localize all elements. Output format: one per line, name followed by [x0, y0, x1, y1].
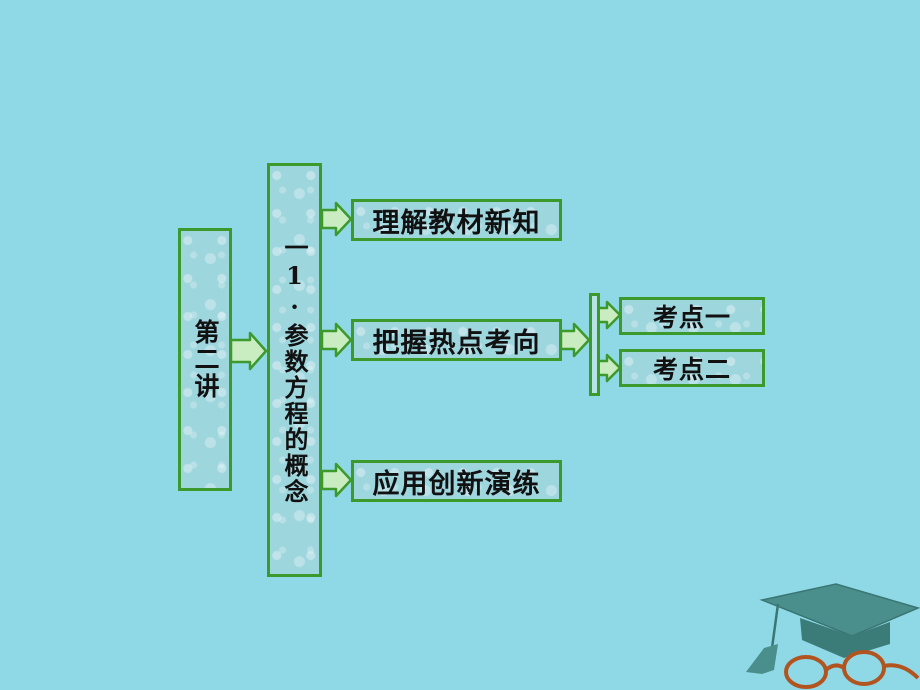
- sub-node-1: 考点一: [619, 297, 765, 335]
- section-node: 一1·参数方程的概念: [267, 163, 322, 577]
- arrow-to-sub-1: [596, 300, 622, 330]
- root-label: 第二讲: [191, 319, 220, 400]
- branch-label-2: 把握热点考向: [372, 327, 541, 359]
- sub-label-2: 考点二: [652, 355, 731, 384]
- branch-node-3: 应用创新演练: [351, 460, 562, 502]
- sub-label-1: 考点一: [652, 303, 731, 332]
- branch-node-2: 把握热点考向: [351, 319, 562, 361]
- arrow-to-sub-2: [596, 353, 622, 383]
- branch-node-1: 理解教材新知: [351, 199, 562, 241]
- root-node: 第二讲: [178, 228, 232, 491]
- branch-label-3: 应用创新演练: [372, 468, 541, 500]
- arrow-to-branch-1: [320, 201, 353, 237]
- graduation-cap-icon: [746, 583, 920, 689]
- branch-connector-bar: [589, 293, 600, 396]
- arrow-to-branch-3: [320, 462, 353, 498]
- section-label: 一1·参数方程的概念: [280, 235, 309, 505]
- branch-label-1: 理解教材新知: [372, 207, 541, 239]
- arrow-root-to-section: [229, 331, 268, 371]
- sub-node-2: 考点二: [619, 349, 765, 387]
- arrow-branch-2-to-bar: [559, 322, 591, 358]
- arrow-to-branch-2: [320, 322, 353, 358]
